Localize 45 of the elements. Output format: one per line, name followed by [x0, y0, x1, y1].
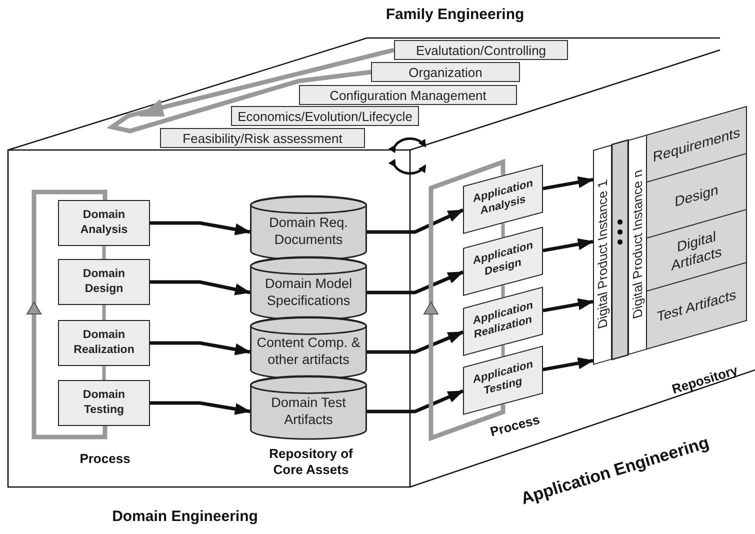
process-box: Domain Analysis [58, 200, 150, 246]
activity-box: Evalutation/Controlling [394, 40, 568, 60]
cylinder-text: Domain Model Specifications [264, 276, 354, 310]
database-cylinder [250, 196, 367, 260]
document-spine [593, 144, 612, 365]
arrow [367, 208, 464, 234]
connector-line [501, 345, 505, 356]
cylinder-text: Domain Req. Documents [268, 215, 349, 249]
spine-text: Digital Product Instance n [630, 168, 645, 321]
activity-box: Organization [371, 62, 520, 82]
database-cylinder [250, 376, 367, 439]
activity-box: Configuration Management [299, 85, 517, 105]
database-cylinder [250, 317, 367, 379]
arrow [150, 280, 251, 296]
column-label: Repository of Core Assets [268, 446, 354, 478]
loop-arrow [106, 48, 395, 134]
arrow [542, 238, 594, 252]
arrow [542, 298, 594, 312]
activity-box: Economics/Evolution/Lifecycle [231, 106, 419, 126]
connector-line [102, 246, 106, 259]
arrow [367, 270, 464, 294]
connector-line [102, 366, 106, 380]
area-title: Family Engineering [384, 6, 526, 25]
cylinder-text: Domain Test Artifacts [270, 394, 347, 428]
column-label: Process [78, 451, 132, 468]
connector-line [501, 223, 505, 238]
arrow [367, 330, 464, 354]
process-box: Domain Testing [58, 380, 150, 426]
connector-line [501, 285, 505, 298]
document-stack [628, 106, 747, 355]
document-section: Digital Artifacts [647, 208, 746, 291]
area-title: Domain Engineering [111, 508, 259, 527]
process-box: Domain Design [58, 259, 150, 305]
arrow [150, 401, 251, 415]
arrow [367, 389, 464, 414]
arrow [542, 176, 594, 190]
arrow [542, 357, 594, 372]
arrow [150, 221, 251, 236]
cylinder-text: Content Comp. & other artifacts [256, 335, 362, 369]
arrow [150, 341, 251, 356]
connector-line [102, 305, 106, 320]
activity-box: Feasibility/Risk assessment [160, 128, 365, 148]
spine-text: Digital Product Instance 1 [595, 178, 610, 331]
database-cylinder [250, 257, 367, 320]
process-box: Domain Realization [58, 320, 150, 366]
